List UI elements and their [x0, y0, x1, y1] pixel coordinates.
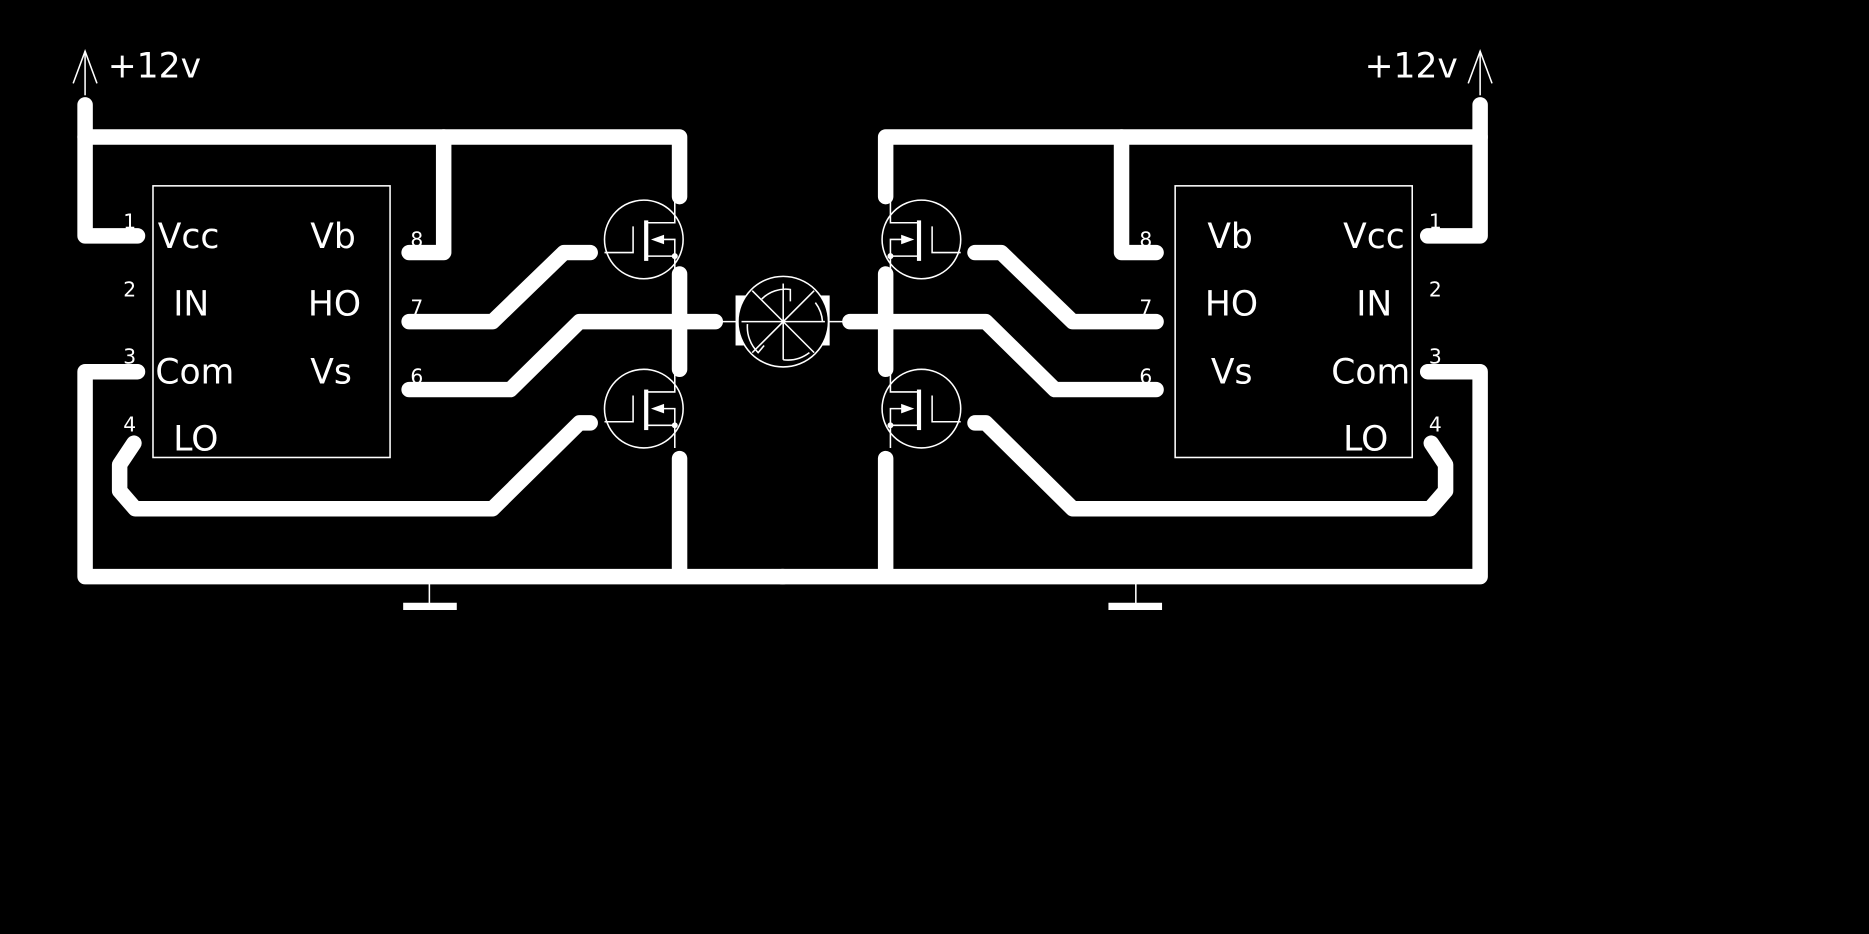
pin-label: Vs	[310, 353, 352, 393]
pin-label: Vb	[310, 217, 356, 257]
pin-number: 2	[123, 278, 136, 302]
pin-number: 4	[123, 412, 136, 436]
pin-number: 6	[1139, 365, 1152, 389]
pin-number: 1	[1429, 210, 1442, 234]
pin-number: 4	[1429, 412, 1442, 436]
pin-label: Vcc	[1343, 217, 1405, 257]
right-half-bridge	[782, 51, 1492, 606]
pin-label: IN	[1356, 285, 1392, 325]
supply-label-left: +12v	[108, 46, 201, 86]
pin-label: HO	[308, 285, 361, 325]
pin-number: 1	[123, 210, 136, 234]
pin-label: Vb	[1207, 217, 1253, 257]
pin-number: 3	[123, 344, 136, 368]
pin-label: Vcc	[158, 217, 220, 257]
pin-number: 8	[1139, 228, 1152, 252]
supply-label-right: +12v	[1365, 46, 1458, 86]
pin-label: HO	[1205, 285, 1258, 325]
pin-number: 7	[1139, 296, 1152, 320]
pin-label: LO	[1343, 419, 1388, 459]
pin-label: Com	[1331, 353, 1410, 393]
pin-number: 8	[410, 228, 423, 252]
pin-label: IN	[173, 285, 209, 325]
pin-label: Com	[155, 353, 234, 393]
left-ic: 1 2 3 4 Vcc IN Com LO 8 7 6 Vb HO Vs	[123, 210, 423, 460]
pin-number: 6	[410, 365, 423, 389]
pin-label: Vs	[1211, 353, 1253, 393]
right-ic: 8 7 6 Vb HO Vs 1 2 3 4 Vcc IN Com LO	[1139, 210, 1441, 460]
pin-label: LO	[173, 419, 218, 459]
pin-number: 2	[1429, 278, 1442, 302]
left-half-bridge	[73, 51, 783, 606]
dc-motor	[735, 275, 830, 368]
pin-number: 3	[1429, 344, 1442, 368]
pin-number: 7	[410, 296, 423, 320]
